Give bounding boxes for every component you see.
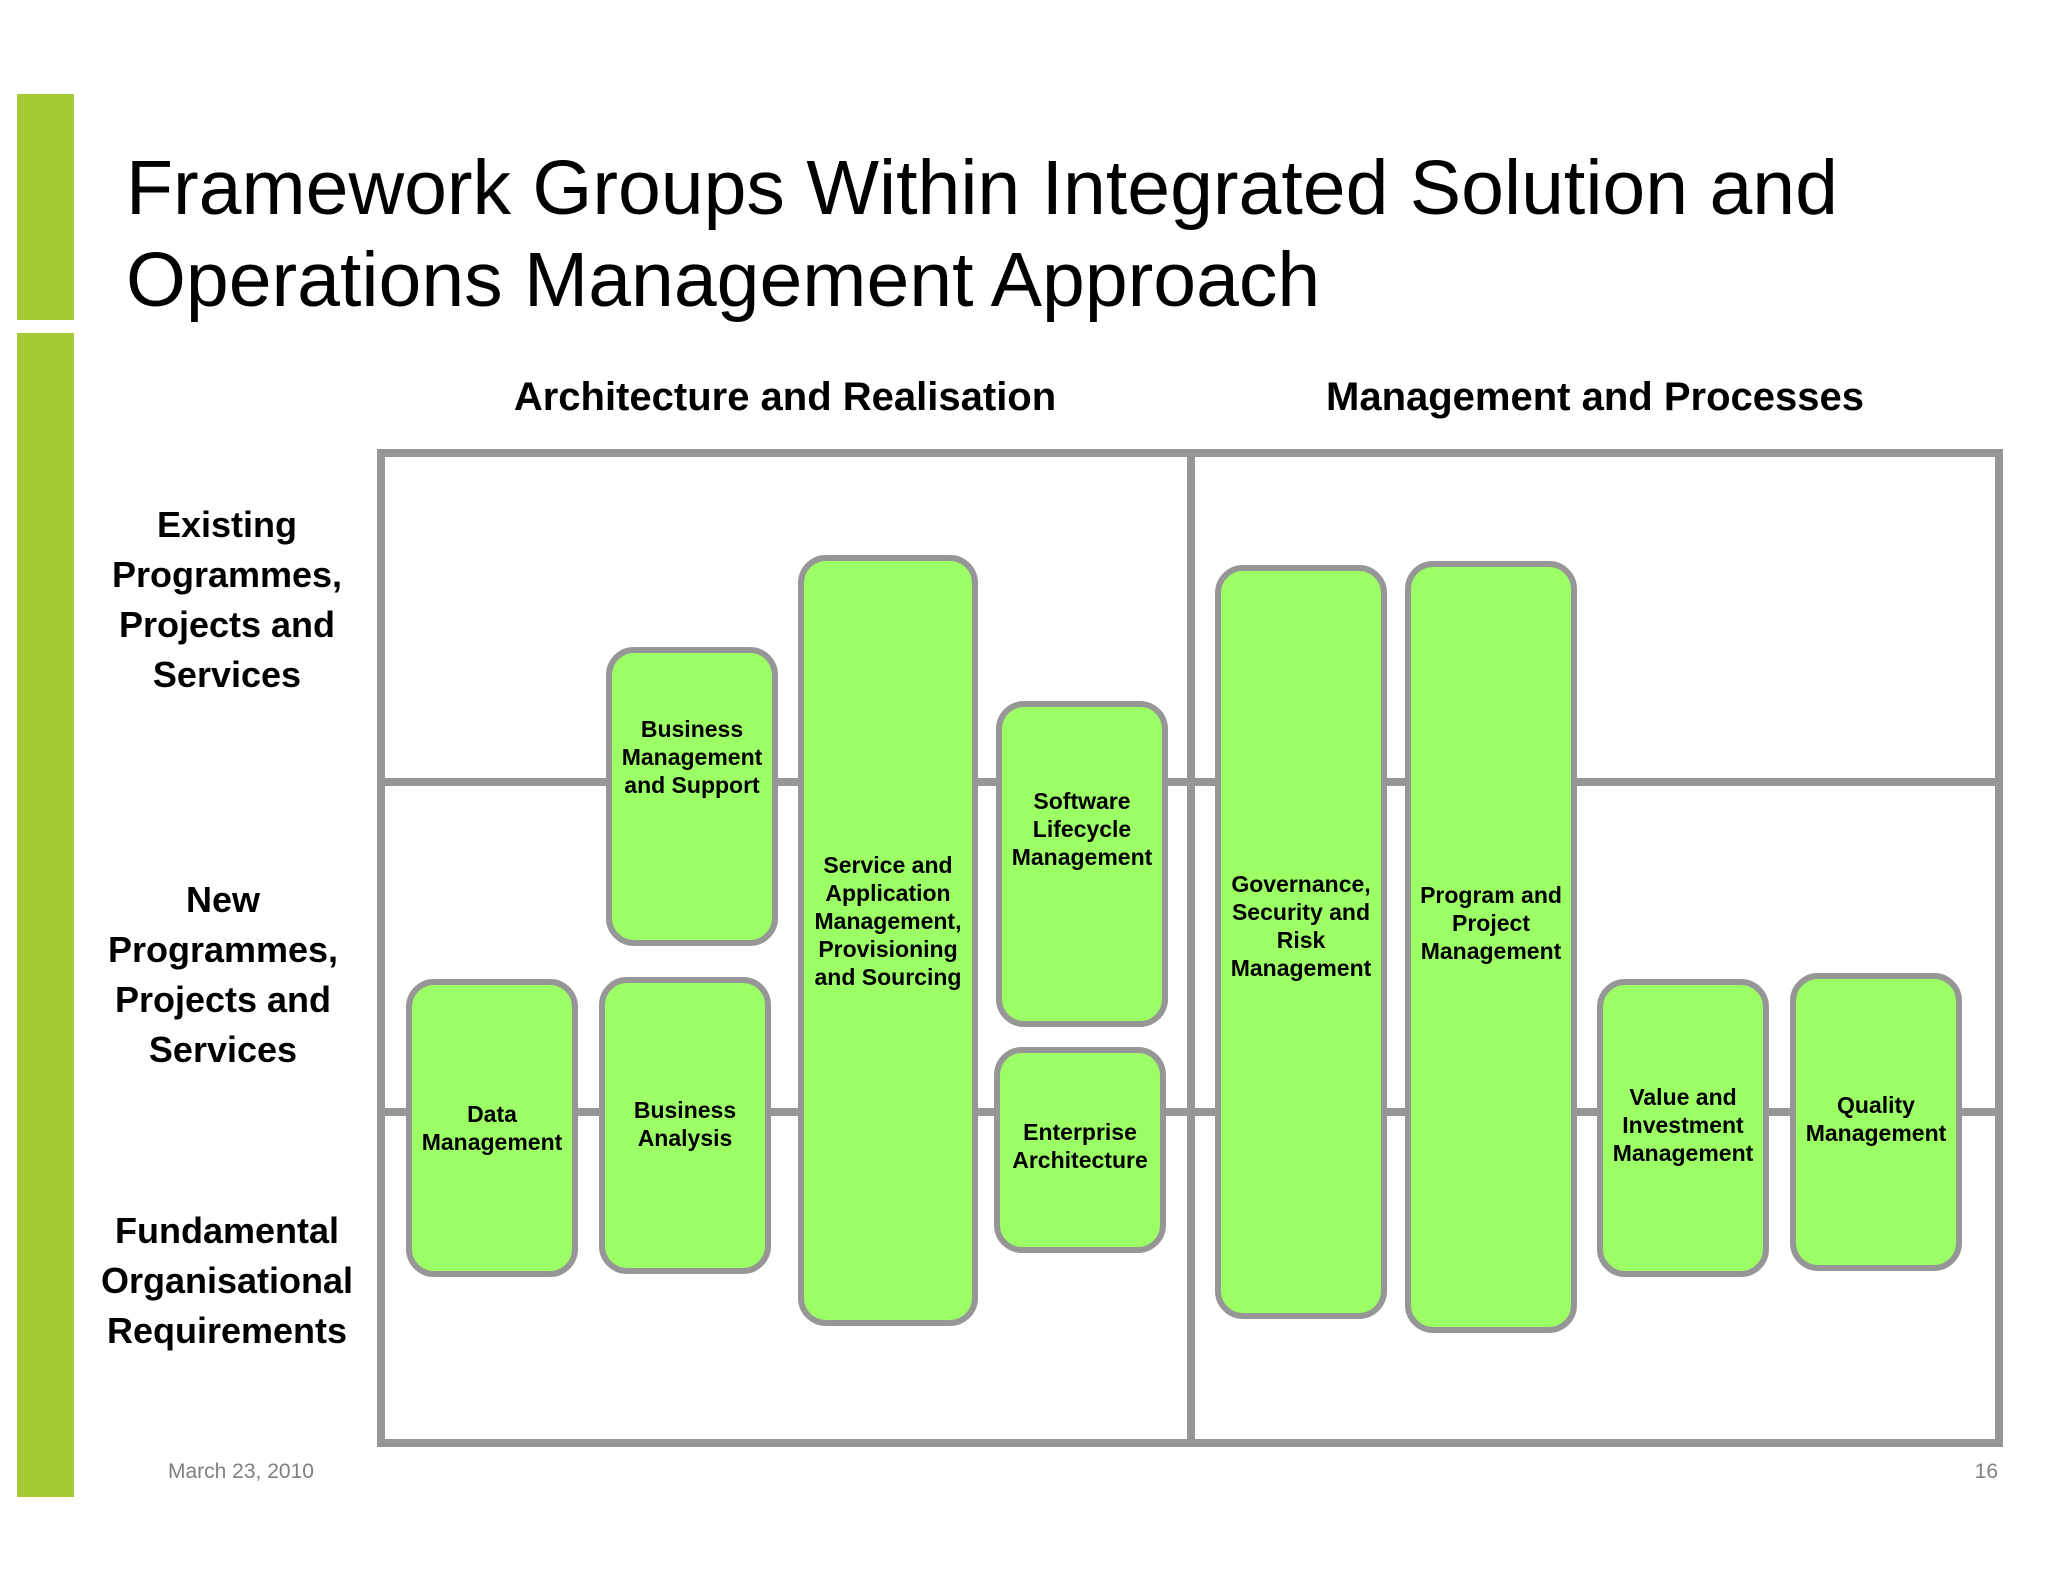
framework-box-governance-security-risk: Governance, Security and Risk Management: [1215, 565, 1387, 1319]
grid-divider-upper: [377, 778, 2003, 786]
row-label-new: New Programmes, Projects and Services: [107, 879, 339, 1070]
framework-box-service-application-management: Service and Application Management, Prov…: [798, 555, 978, 1326]
box-label: Business Analysis: [633, 1096, 737, 1151]
box-label: Quality Management: [1805, 1092, 1947, 1146]
box-label: Governance, Security and Risk Management: [1230, 871, 1372, 981]
accent-bar-top: [17, 94, 74, 320]
framework-box-business-management-support: Business Management and Support: [606, 647, 778, 946]
framework-box-value-investment-management: Value and Investment Management: [1597, 979, 1769, 1277]
accent-bar-bottom: [17, 333, 74, 1497]
framework-box-business-analysis: Business Analysis: [599, 977, 771, 1274]
framework-box-enterprise-architecture: Enterprise Architecture: [994, 1047, 1166, 1253]
row-label-existing: Existing Programmes, Projects and Servic…: [111, 504, 343, 695]
column-header-architecture: Architecture and Realisation: [513, 375, 1057, 419]
grid-divider-lower: [377, 1108, 2003, 1116]
framework-box-software-lifecycle-management: Software Lifecycle Management: [996, 701, 1168, 1027]
framework-box-data-management: Data Management: [406, 979, 578, 1277]
framework-box-program-project-management: Program and Project Management: [1405, 561, 1577, 1333]
box-label: Enterprise Architecture: [1012, 1119, 1148, 1173]
box-label: Software Lifecycle Management: [1011, 788, 1153, 870]
box-label: Program and Project Management: [1420, 882, 1562, 964]
column-header-management: Management and Processes: [1326, 375, 1864, 419]
box-label: Business Management and Support: [621, 715, 763, 798]
grid-border-left: [377, 449, 385, 1447]
footer-date: March 23, 2010: [168, 1460, 314, 1483]
row-label-fundamental: Fundamental Organisational Requirements: [100, 1210, 354, 1351]
grid-border-right: [1995, 449, 2003, 1447]
footer-page-number: 16: [1974, 1460, 1998, 1483]
box-label: Data Management: [421, 1101, 563, 1155]
grid-divider-vertical: [1187, 449, 1195, 1447]
framework-box-quality-management: Quality Management: [1790, 973, 1962, 1271]
slide-title: Framework Groups Within Integrated Solut…: [126, 145, 1838, 323]
box-label: Service and Application Management, Prov…: [814, 851, 962, 990]
box-label: Value and Investment Management: [1612, 1084, 1754, 1166]
